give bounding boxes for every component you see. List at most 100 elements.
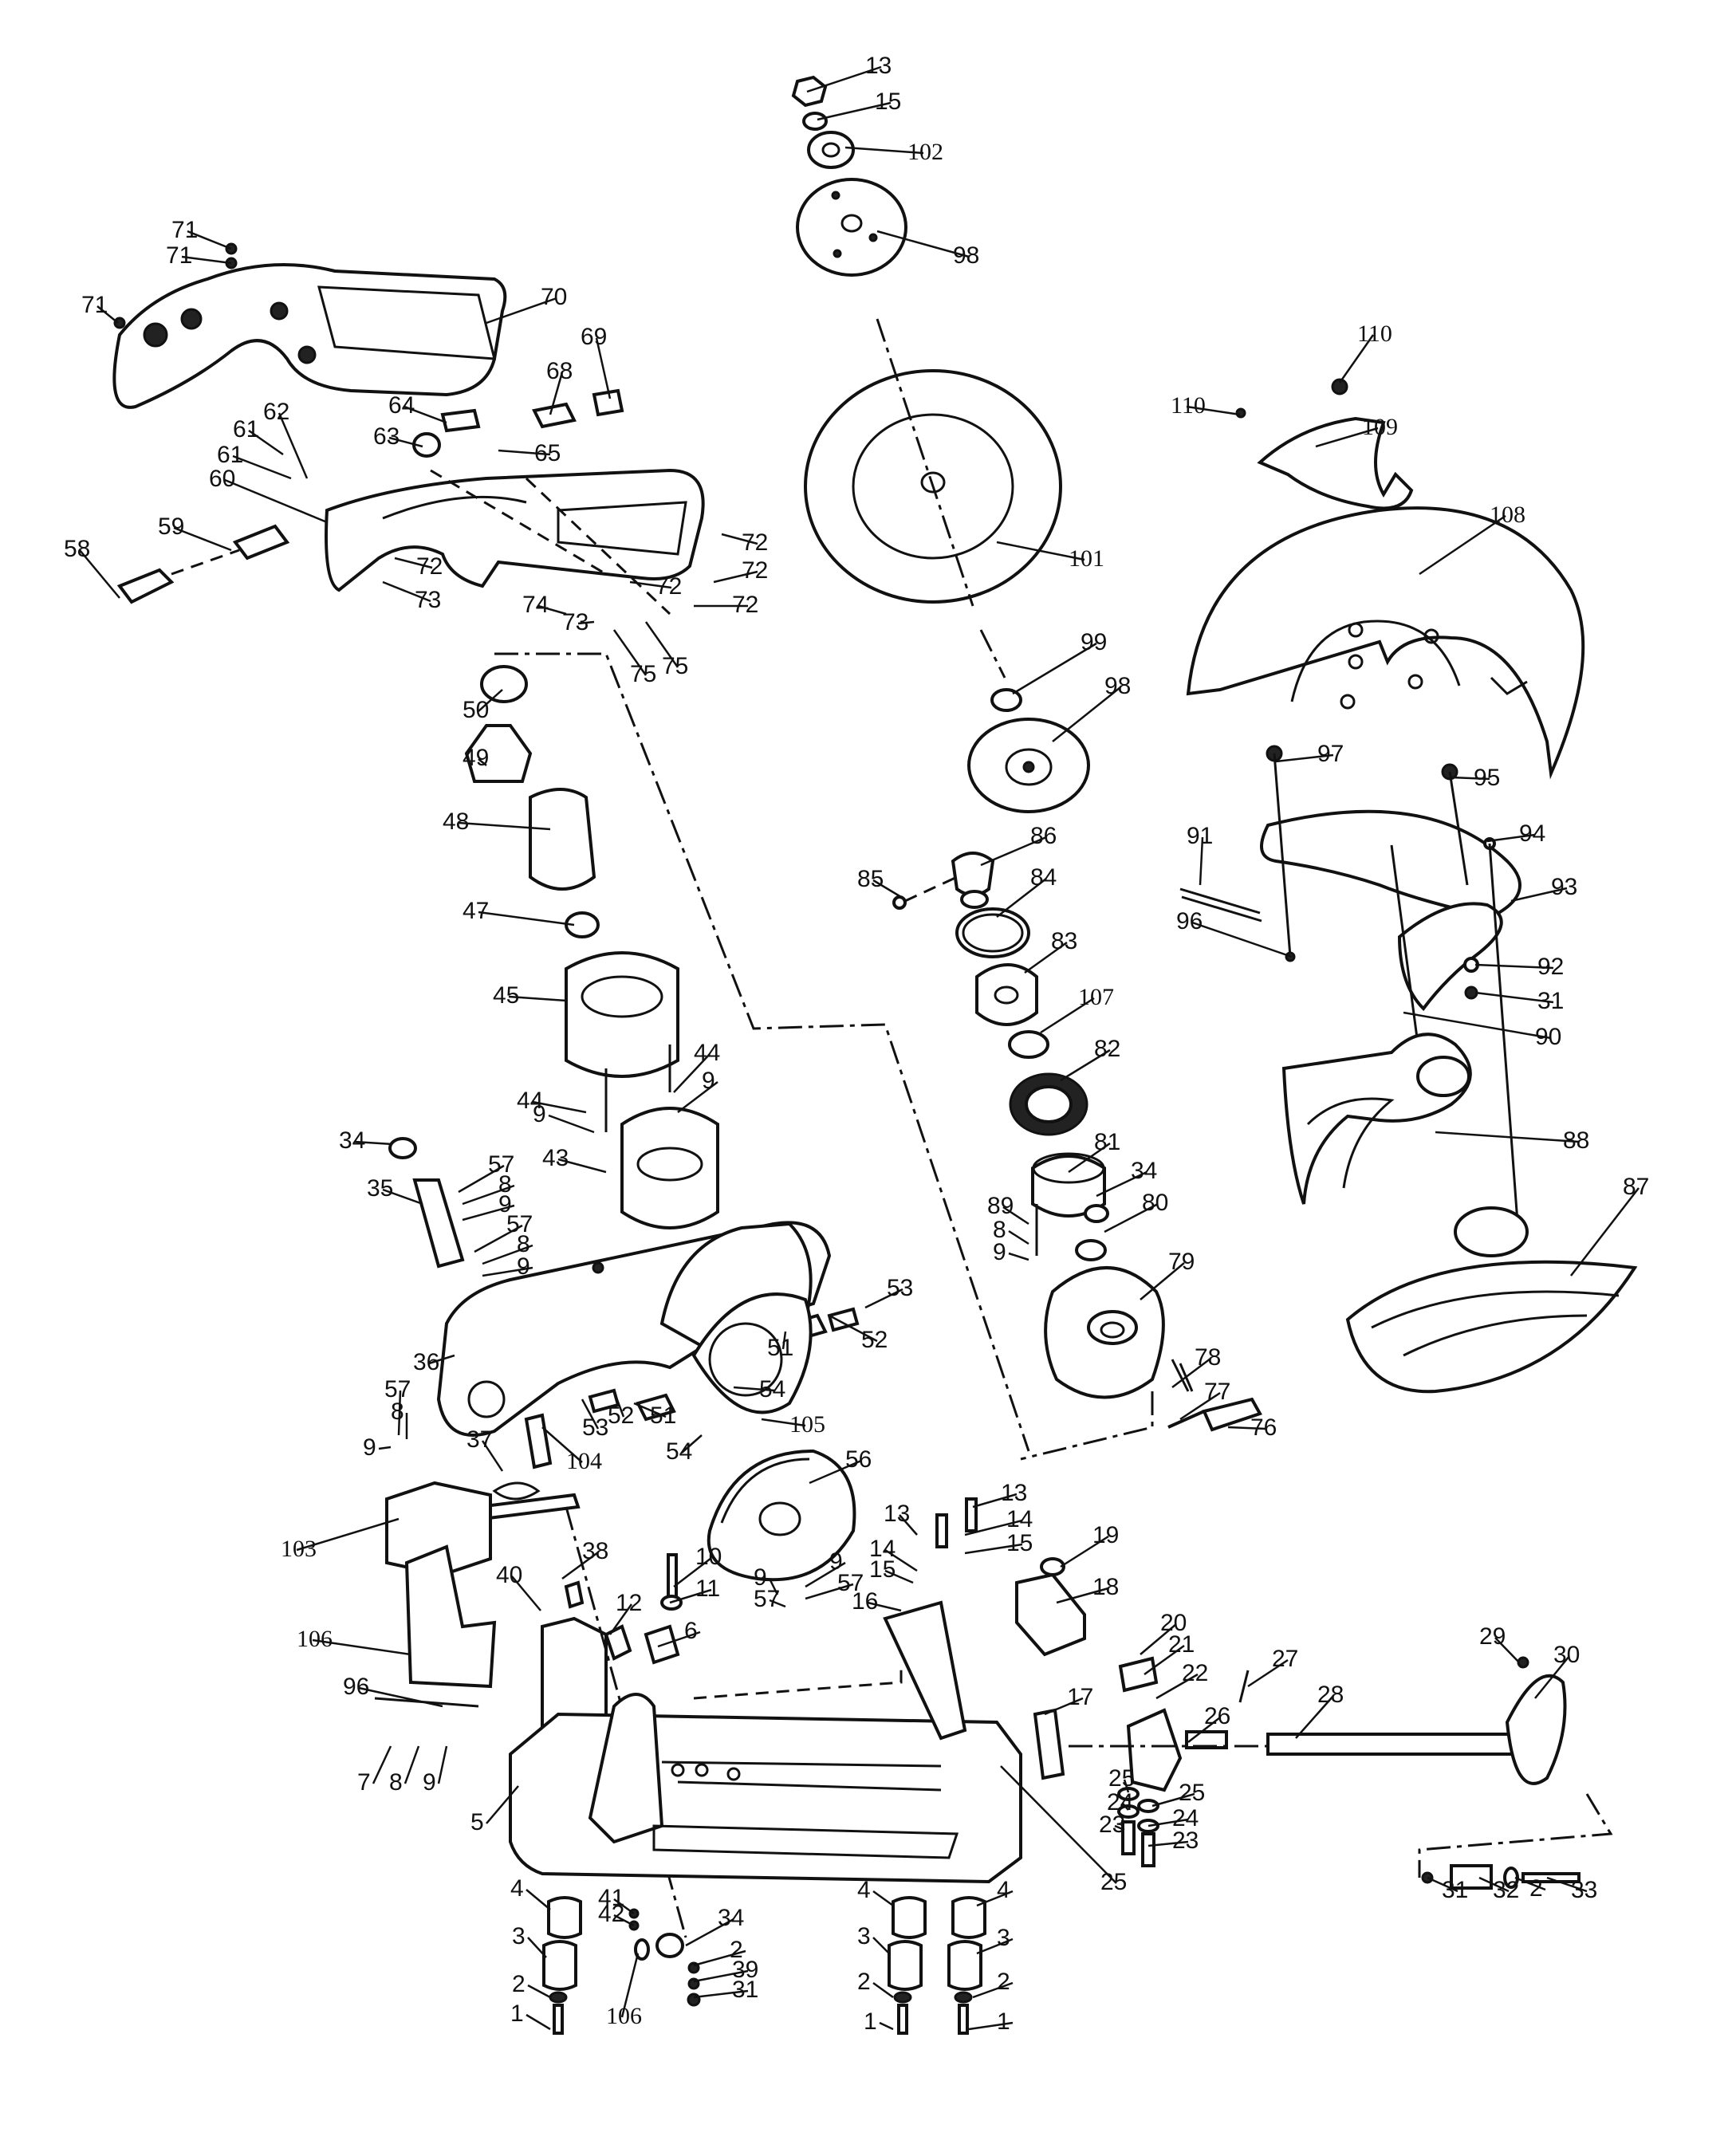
part-number-label: 17 bbox=[1067, 1684, 1093, 1710]
part-number-label: 72 bbox=[655, 573, 682, 600]
part-number-label: 91 bbox=[1187, 823, 1213, 849]
part-number-label: 31 bbox=[732, 1977, 758, 2003]
callout-leader-c87 bbox=[1570, 1187, 1640, 1277]
gear-81 bbox=[1031, 1155, 1106, 1218]
ring-107 bbox=[1008, 1030, 1049, 1059]
washer-34-right bbox=[1084, 1204, 1109, 1223]
callout-leader-c4a bbox=[526, 1889, 551, 1910]
washer-99 bbox=[990, 688, 1022, 712]
bolt-13-right bbox=[965, 1497, 978, 1532]
stator-45 bbox=[565, 951, 679, 1078]
part-number-label: 12 bbox=[616, 1590, 642, 1616]
callout-leader-c80 bbox=[1104, 1202, 1159, 1233]
callout-leader-c35 bbox=[382, 1188, 423, 1206]
part-number-label: 59 bbox=[158, 513, 184, 540]
callout-leader-c25c bbox=[1000, 1765, 1117, 1884]
callout-leader-c81 bbox=[1068, 1142, 1111, 1174]
callout-leader-c42 bbox=[613, 1914, 635, 1927]
callout-leader-c40 bbox=[511, 1576, 541, 1611]
housing-43 bbox=[620, 1107, 719, 1229]
part-number-label: 106 bbox=[297, 1626, 333, 1652]
callout-leader-c2e bbox=[1514, 1876, 1546, 1891]
bracket-18 bbox=[1015, 1572, 1086, 1657]
cutting-wheel-101 bbox=[804, 318, 1062, 679]
handle-assembly bbox=[112, 242, 705, 616]
callout-leader-c47 bbox=[478, 911, 575, 926]
lower-guards bbox=[1281, 1033, 1638, 1394]
callout-leader-c51a bbox=[781, 1331, 787, 1350]
brush-and-fan-cover bbox=[588, 1292, 860, 1582]
plug-58 bbox=[116, 568, 175, 604]
part-number-label: 22 bbox=[1182, 1660, 1208, 1686]
part-number-label: 9 bbox=[993, 1239, 1006, 1265]
callout-leader-c105 bbox=[761, 1418, 806, 1427]
callout-leader-c99 bbox=[1012, 642, 1097, 695]
motor-column bbox=[464, 665, 719, 1229]
part-number-label: 15 bbox=[875, 89, 901, 115]
part-number-label: 68 bbox=[546, 358, 573, 384]
ring-19 bbox=[1040, 1557, 1065, 1576]
part-number-label: 88 bbox=[1563, 1127, 1589, 1154]
inner-flange-98 bbox=[967, 688, 1090, 813]
part-number-label: 72 bbox=[742, 557, 768, 584]
callout-leader-c72c bbox=[721, 533, 758, 545]
part-number-label: 63 bbox=[373, 423, 400, 450]
callout-leader-c44a bbox=[673, 1053, 711, 1093]
callout-leader-c52a bbox=[829, 1314, 878, 1343]
part-number-label: 65 bbox=[534, 440, 561, 466]
part-number-label: 103 bbox=[281, 1536, 317, 1562]
handwheel-30 bbox=[1505, 1674, 1567, 1785]
callout-leader-c61a bbox=[248, 429, 284, 456]
part-number-label: 9 bbox=[423, 1769, 436, 1796]
part-number-label: 23 bbox=[1172, 1827, 1199, 1854]
callout-leader-c39 bbox=[693, 1969, 749, 1983]
part-number-label: 9 bbox=[829, 1548, 843, 1575]
part-number-label: 13 bbox=[884, 1501, 910, 1527]
jaw-21 bbox=[1118, 1656, 1159, 1693]
callout-leader-c104 bbox=[541, 1426, 583, 1463]
part-number-label: 37 bbox=[466, 1426, 493, 1453]
part-number-label: 29 bbox=[1479, 1623, 1506, 1650]
part-number-label: 15 bbox=[1006, 1530, 1033, 1556]
callout-leader-c83 bbox=[1024, 941, 1068, 974]
part-number-label: 41 bbox=[598, 1885, 624, 1911]
plate-90 bbox=[1397, 902, 1503, 1012]
part-number-label: 8 bbox=[498, 1171, 512, 1198]
part-number-label: 9 bbox=[498, 1191, 512, 1218]
vice-bracket bbox=[883, 1497, 1086, 1780]
guard-linkage bbox=[1179, 745, 1521, 1245]
bearing-83 bbox=[975, 963, 1038, 1026]
washer-15-top bbox=[802, 112, 828, 131]
callout-leader-c86 bbox=[980, 836, 1047, 867]
part-number-label: 49 bbox=[463, 745, 489, 771]
part-number-label: 6 bbox=[684, 1618, 698, 1644]
callout-leader-c58 bbox=[79, 549, 120, 599]
part-number-label: 11 bbox=[695, 1576, 720, 1602]
part-number-label: 50 bbox=[463, 697, 489, 723]
part-number-label: 62 bbox=[263, 399, 289, 425]
part-number-label: 35 bbox=[367, 1175, 393, 1202]
part-number-label: 90 bbox=[1535, 1024, 1561, 1050]
callout-leader-c24a bbox=[1122, 1803, 1129, 1811]
callout-leader-c75a bbox=[612, 629, 648, 676]
part-number-label: 57 bbox=[837, 1570, 864, 1596]
part-number-label: 57 bbox=[754, 1586, 780, 1612]
part-number-label: 60 bbox=[209, 466, 235, 492]
callout-leader-c51b bbox=[633, 1402, 667, 1418]
callout-leader-c9e bbox=[378, 1446, 392, 1450]
brush-holder-51-left bbox=[636, 1393, 676, 1422]
callout-leader-c9i bbox=[1008, 1252, 1029, 1261]
roller-stack bbox=[1421, 1864, 1581, 1890]
part-number-label: 8 bbox=[391, 1399, 404, 1425]
callout-leader-c63 bbox=[388, 436, 423, 448]
part-number-label: 93 bbox=[1551, 874, 1577, 900]
part-number-label: 80 bbox=[1142, 1190, 1168, 1216]
callout-leader-c91 bbox=[1199, 836, 1204, 886]
callout-leader-c3b bbox=[872, 1937, 890, 1954]
callout-leader-c5 bbox=[486, 1785, 519, 1824]
callout-leader-c71a bbox=[187, 230, 232, 250]
part-number-label: 54 bbox=[759, 1376, 785, 1402]
part-number-label: 61 bbox=[233, 416, 259, 443]
callout-leader-c54b bbox=[681, 1434, 703, 1454]
